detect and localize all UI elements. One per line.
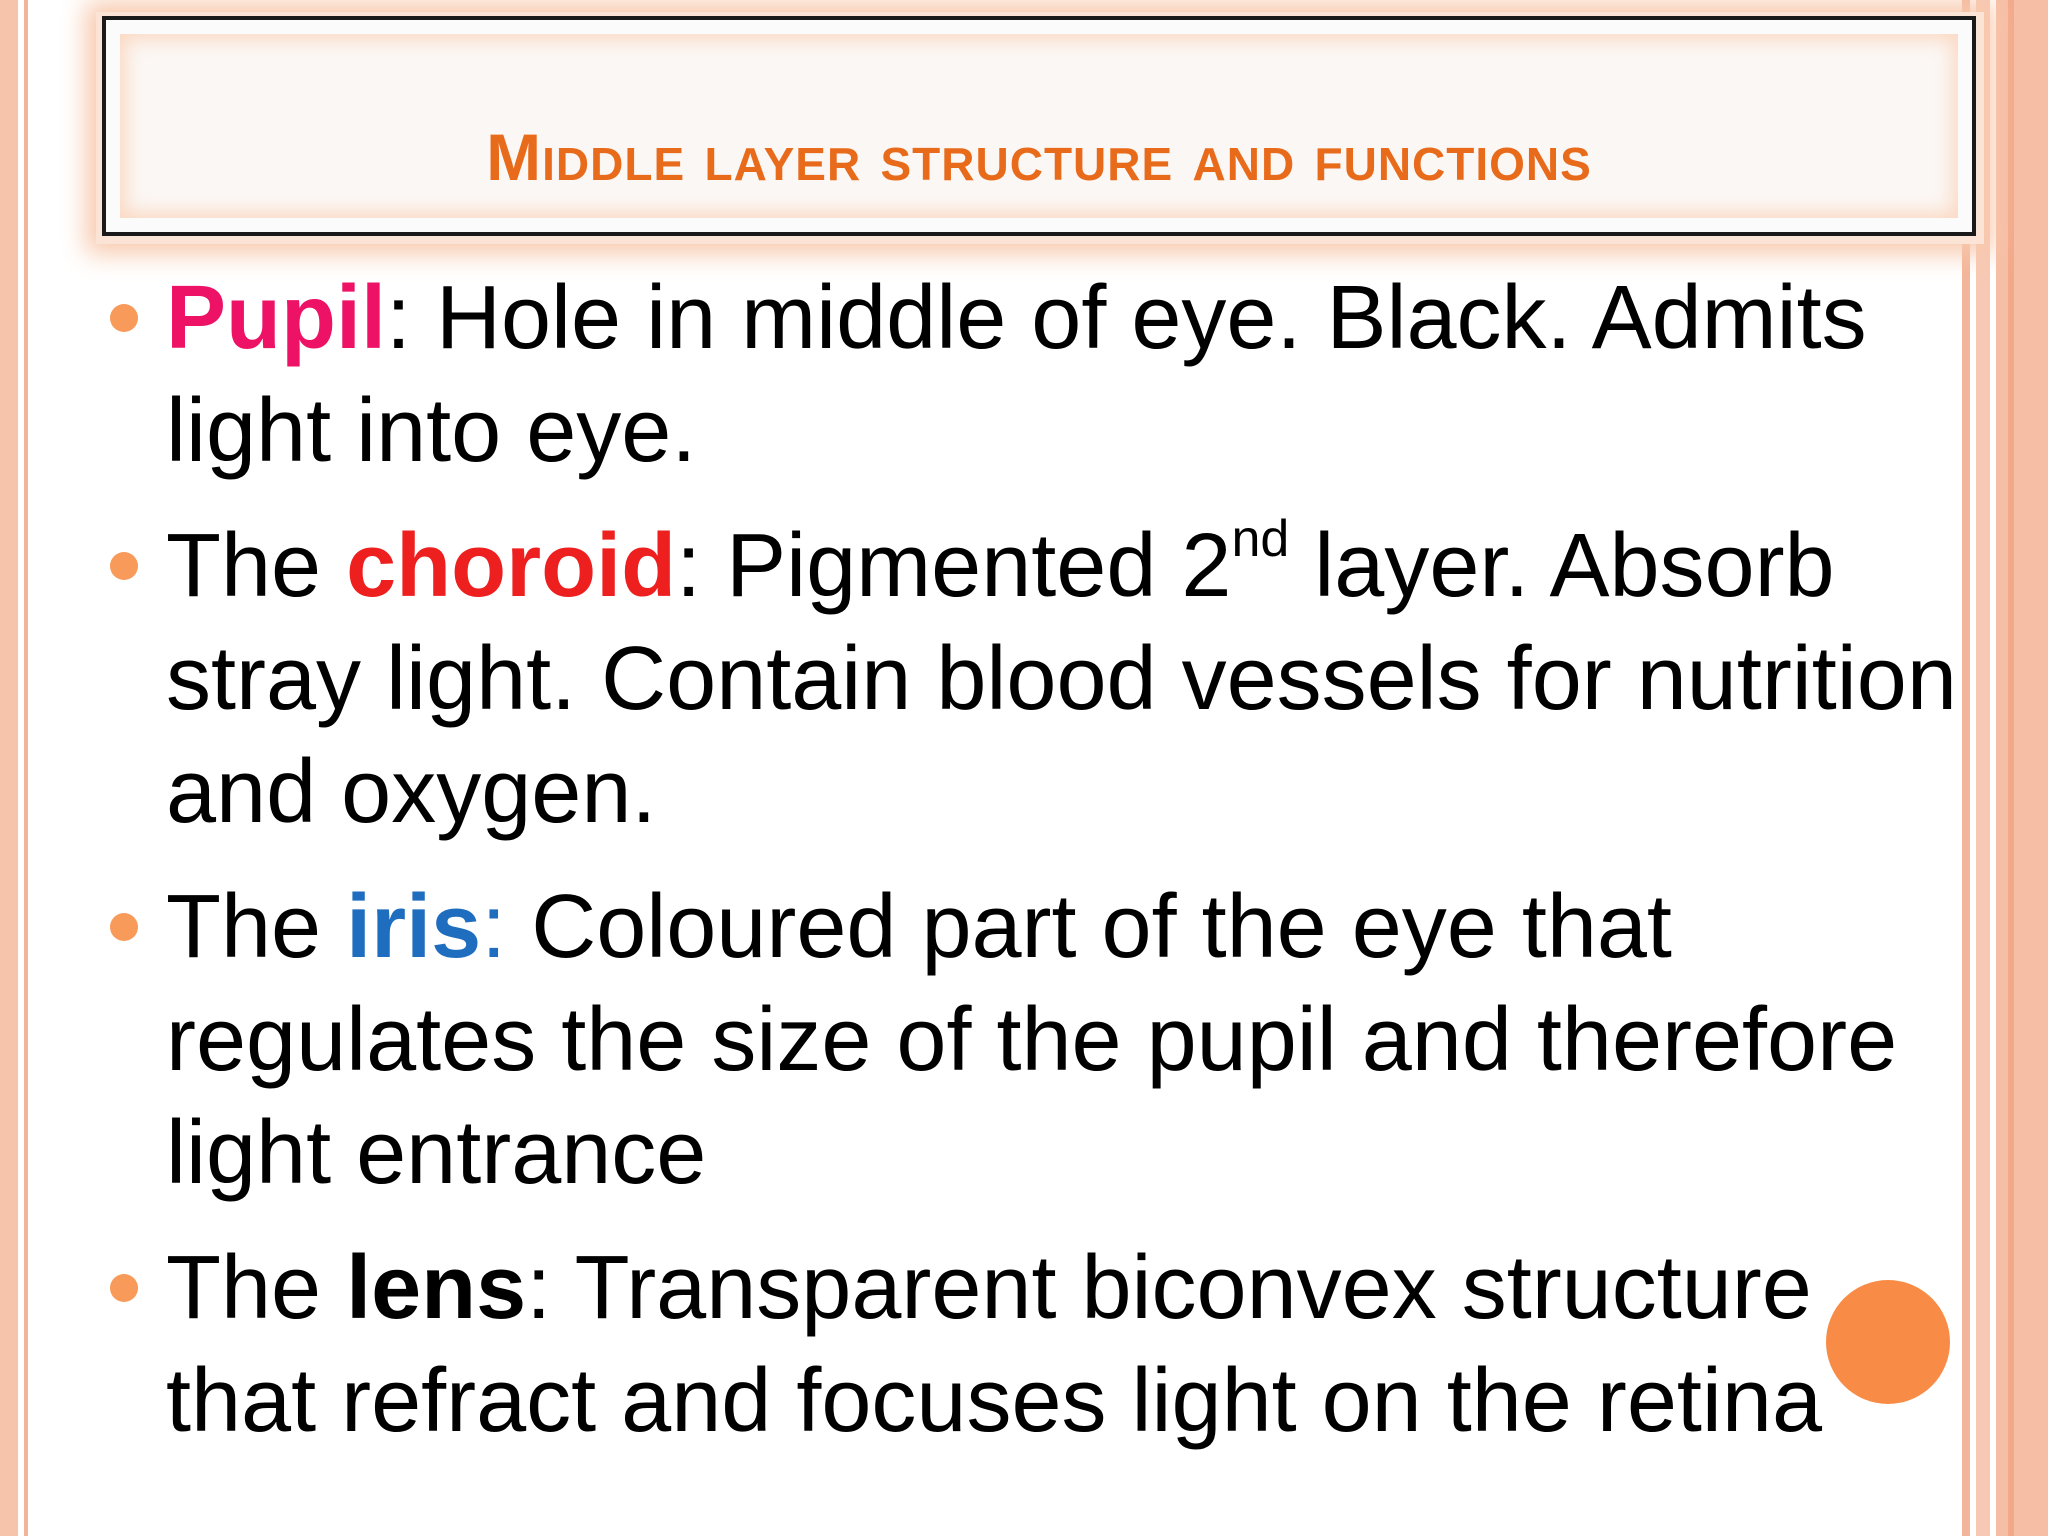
bullet-text-continued: layer. Absorb stray light. Contain blood… [166, 516, 1957, 842]
right-border-line [1962, 0, 1970, 1536]
slide-title: Middle layer structure and functions [486, 120, 1592, 194]
bullet-lens: The lens: Transparent biconvex structure… [104, 1232, 1984, 1458]
bullet-dot-icon [110, 304, 138, 332]
bullet-text: Coloured part of the eye that regulates … [166, 877, 1898, 1203]
term-iris: iris [346, 877, 482, 977]
bullet-text: : Transparent biconvex structure that re… [166, 1238, 1822, 1451]
bullet-prefix: The [166, 516, 347, 616]
iris-colon: : [481, 877, 507, 977]
term-pupil: Pupil [166, 268, 386, 368]
left-border-line [24, 0, 28, 1536]
decorative-circle-icon [1826, 1280, 1950, 1404]
bullet-dot-icon [110, 913, 138, 941]
bullet-text: : Hole in middle of eye. Black. Admits l… [166, 268, 1867, 481]
right-border-stripe [1976, 0, 1990, 1536]
bullet-prefix: The [166, 877, 347, 977]
bullet-choroid: The choroid: Pigmented 2nd layer. Absorb… [104, 510, 1984, 849]
bullet-pupil: Pupil: Hole in middle of eye. Black. Adm… [104, 262, 1984, 488]
term-lens: lens [346, 1238, 527, 1338]
title-box: Middle layer structure and functions [102, 16, 1976, 236]
left-border-stripe [0, 0, 18, 1536]
bullet-dot-icon [110, 552, 138, 580]
bullet-prefix: The [166, 1238, 347, 1338]
right-border-band [1996, 0, 2048, 1536]
title-inner: Middle layer structure and functions [120, 34, 1958, 218]
bullet-text: : Pigmented 2 [676, 516, 1232, 616]
bullet-list: Pupil: Hole in middle of eye. Black. Adm… [104, 262, 1984, 1480]
bullet-dot-icon [110, 1274, 138, 1302]
superscript: nd [1231, 510, 1290, 568]
bullet-iris: The iris: Coloured part of the eye that … [104, 871, 1984, 1210]
term-choroid: choroid [346, 516, 677, 616]
